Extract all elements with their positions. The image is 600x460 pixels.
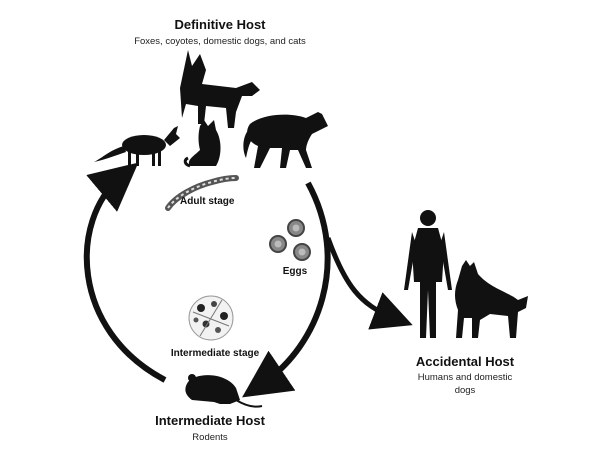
human-icon — [404, 210, 452, 338]
intermediate-host-title: Intermediate Host — [155, 413, 265, 428]
intermediate-host-subtitle: Rodents — [192, 432, 228, 443]
accidental-host-subtitle-line1: Humans and domestic — [417, 372, 513, 383]
accidental-host-subtitle-line2: dogs — [454, 385, 476, 396]
adult-stage-label: Adult stage — [180, 196, 235, 207]
accidental-host-title: Accidental Host — [415, 354, 515, 369]
accidental-dog-icon — [455, 260, 528, 338]
dog-icon — [180, 50, 260, 128]
arrow-definitive-to-rodent — [242, 181, 331, 398]
eggs-label: Eggs — [282, 266, 308, 277]
eggs-icon — [269, 219, 311, 261]
cat-icon — [183, 120, 221, 168]
fox-icon — [94, 126, 180, 166]
definitive-host-title: Definitive Host — [174, 17, 266, 32]
rodent-icon — [185, 374, 263, 408]
coyote-icon — [243, 112, 328, 168]
arrow-rodent-to-definitive — [83, 162, 167, 383]
tapeworm-icon — [165, 175, 239, 211]
definitive-host-subtitle: Foxes, coyotes, domestic dogs, and cats — [134, 36, 306, 47]
arrow-to-accidental-host — [325, 237, 413, 330]
cyst-icon — [188, 295, 234, 341]
intermediate-stage-label: Intermediate stage — [170, 348, 260, 359]
